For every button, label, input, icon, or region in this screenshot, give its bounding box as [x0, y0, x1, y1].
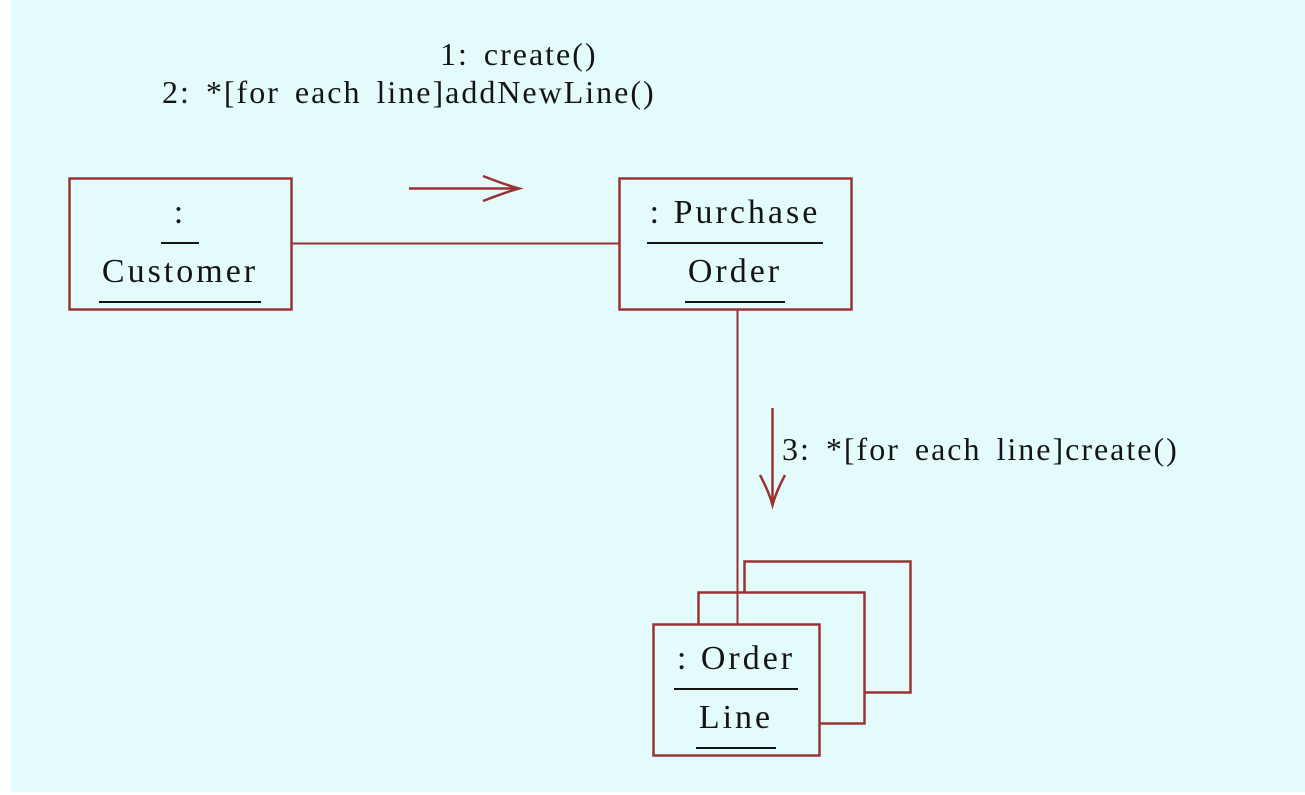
customer-object-name-line2: Customer: [98, 244, 262, 304]
message-2-label: 2: *[for each line]addNewLine(): [162, 74, 656, 110]
purchase-order-object-box: [618, 177, 853, 311]
diagram-shapes-layer: [68, 174, 912, 757]
message-1-2-arrow: [409, 174, 524, 203]
purchase-order-object-label: : Purchase Order: [619, 180, 851, 308]
order-line-object-name-line2: Line: [695, 690, 777, 750]
order-line-multiobject-front-box: [652, 623, 821, 757]
purchase-order-object-name-line1: : Purchase: [646, 185, 824, 244]
message-1-label: 1: create(): [440, 36, 598, 72]
order-line-object-label: : Order Line: [653, 626, 819, 754]
message-3-label: 3: *[for each line]create(): [782, 431, 1179, 467]
order-line-object-name-line1: : Order: [673, 631, 799, 690]
diagram-canvas: 1: create() 2: *[for each line]addNewLin…: [11, 0, 1305, 792]
customer-object-name-line1: :: [160, 185, 200, 244]
message-3-arrow: [758, 408, 787, 510]
purchase-order-object-name-line2: Order: [684, 244, 786, 304]
customer-object-label: : Customer: [69, 180, 291, 308]
